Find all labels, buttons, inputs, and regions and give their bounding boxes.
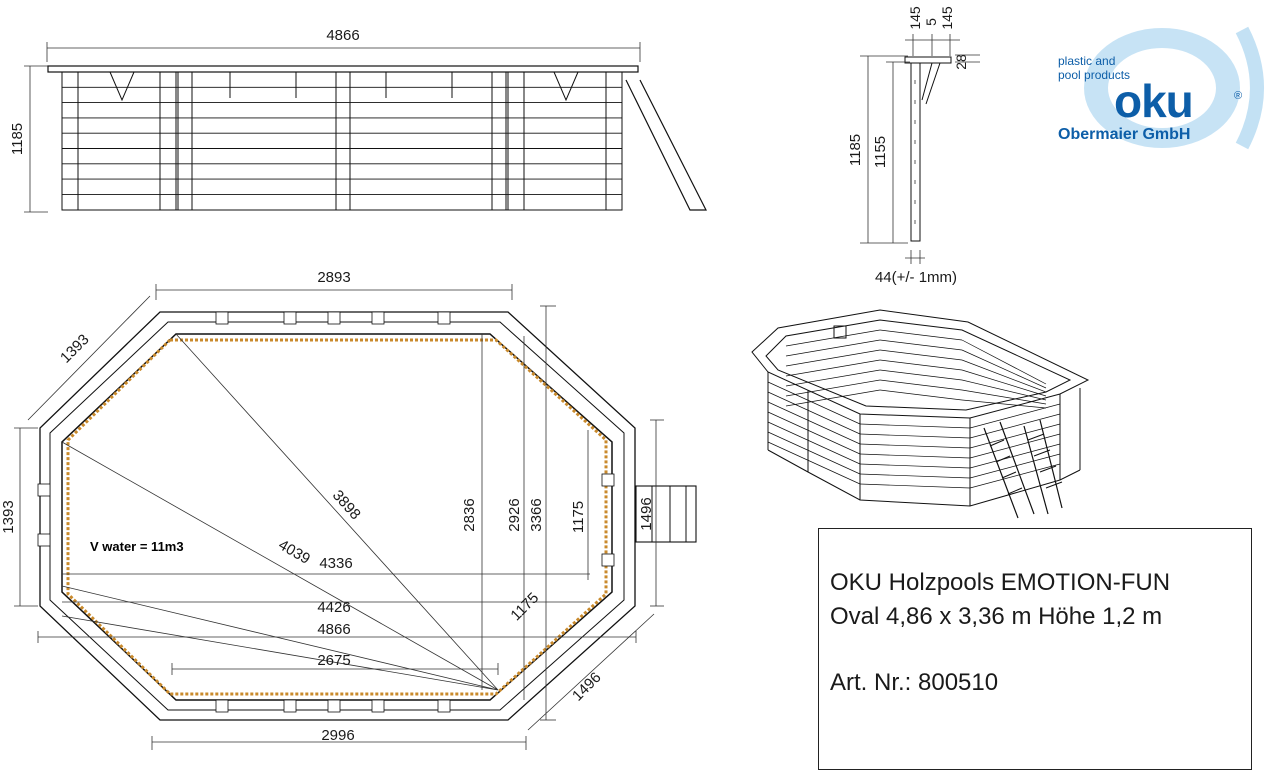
plan-post: [283, 311, 297, 325]
drawing-line: [969, 413, 1061, 439]
plan-post: [327, 311, 341, 325]
drawing-line: [785, 369, 881, 387]
plan-height-ladder: 1175: [570, 501, 587, 533]
profile-top-a: 145: [907, 6, 923, 30]
logo-registered-mark: ®: [1234, 90, 1243, 102]
drawing-line: [859, 453, 971, 459]
drawing-line: [961, 339, 1047, 385]
plan-post: [371, 699, 385, 713]
drawing-line: [767, 381, 861, 425]
drawing-line: [785, 379, 881, 397]
product-size: Oval 4,86 x 3,36 m Höhe 1,2 m: [830, 603, 1163, 630]
plan-bottom-inner: 2675: [317, 652, 350, 669]
plan-post: [327, 699, 341, 713]
drawing-line: [859, 463, 971, 469]
side-view: 4866 1185: [9, 27, 707, 213]
drawing-line: [879, 359, 963, 371]
side-width-label: 4866: [326, 27, 359, 44]
product-name: OKU Holzpools EMOTION-FUN: [830, 569, 1171, 596]
logo-tagline-2: pool products: [1058, 68, 1131, 82]
drawing-line: [879, 389, 963, 401]
plan-diag-edge2: 1175: [507, 589, 542, 624]
drawing-line: [767, 441, 861, 485]
profile-height-inner: 1155: [872, 136, 889, 168]
plan-post: [215, 311, 229, 325]
oku-logo: plastic and pool products oku ® Obermaie…: [1048, 28, 1278, 148]
plan-diag-b: 4039: [276, 536, 313, 567]
drawing-line: [767, 401, 861, 445]
drawing-line: [785, 349, 881, 367]
profile-top-b: 5: [923, 18, 939, 26]
plan-post: [283, 699, 297, 713]
profile-thickness: 44(+/- 1mm): [875, 269, 957, 286]
isometric-view: [751, 309, 1090, 519]
article-number: Art. Nr.: 800510: [830, 669, 999, 696]
plan-view: 2893 1393 1393 3898 4039 4336 4426 4866 …: [0, 269, 697, 750]
drawing-line: [879, 349, 963, 361]
drawing-line: [969, 443, 1061, 469]
water-volume-label: V water = 11m3: [90, 539, 184, 554]
plan-post: [37, 483, 51, 497]
drawing-line: [767, 431, 861, 475]
plan-height-b: 3366: [528, 498, 545, 531]
plan-diag-a: 3898: [329, 487, 364, 523]
drawing-line: [859, 473, 971, 479]
drawing-line: [961, 389, 1047, 405]
drawing-line: [961, 379, 1047, 401]
plan-diag-edge: 1393: [57, 331, 93, 367]
drawing-line: [969, 463, 1061, 489]
drawing-line: [859, 483, 971, 489]
plan-post: [601, 473, 615, 487]
plan-post: [371, 311, 385, 325]
drawing-line: [767, 421, 861, 465]
drawing-line: [767, 411, 861, 455]
plan-diag-edge3: 1496: [569, 669, 605, 705]
plan-height-inner: 2836: [461, 498, 478, 531]
drawing-line: [785, 329, 881, 347]
plan-top-width: 2893: [317, 269, 350, 286]
drawing-line: [767, 391, 861, 435]
logo-ring: [1084, 26, 1264, 150]
side-height-label: 1185: [9, 123, 26, 155]
drawing-line: [879, 379, 963, 391]
drawing-line: [879, 329, 963, 341]
drawing-line: [969, 423, 1061, 449]
drawing-line: [879, 339, 963, 351]
plan-post: [37, 533, 51, 547]
logo-company: Obermaier GmbH: [1058, 126, 1191, 143]
plan-height-a: 2926: [506, 498, 523, 531]
product-info-box: OKU Holzpools EMOTION-FUN Oval 4,86 x 3,…: [818, 528, 1252, 770]
drawing-line: [961, 349, 1047, 389]
plan-inner-w1: 4336: [319, 555, 352, 572]
profile-height-total: 1185: [847, 134, 864, 166]
plan-post: [601, 553, 615, 567]
plan-post: [437, 699, 451, 713]
drawing-line: [785, 359, 881, 377]
drawing-line: [961, 369, 1047, 397]
profile-top-c: 145: [939, 6, 955, 30]
drawing-line: [859, 433, 971, 439]
drawing-line: [785, 339, 881, 357]
plan-inner-w2: 4426: [317, 599, 350, 616]
drawing-line: [859, 443, 971, 449]
plan-ladder-width: 1496: [638, 497, 655, 530]
plan-outer-width: 4866: [317, 621, 350, 638]
profile-view: 145 5 145 28 1185 1155 44(+/- 1mm): [847, 6, 980, 286]
plan-left-edge: 1393: [0, 500, 17, 533]
drawing-line: [961, 399, 1047, 409]
logo-brand: oku: [1114, 75, 1194, 127]
drawing-line: [785, 389, 881, 407]
drawing-line: [969, 453, 1061, 479]
drawing-line: [859, 423, 971, 429]
logo-tagline-1: plastic and: [1058, 54, 1116, 68]
drawing-line: [961, 359, 1047, 393]
plan-bottom-outer: 2996: [321, 727, 354, 744]
plan-post: [437, 311, 451, 325]
drawing-line: [879, 369, 963, 381]
plan-post: [215, 699, 229, 713]
